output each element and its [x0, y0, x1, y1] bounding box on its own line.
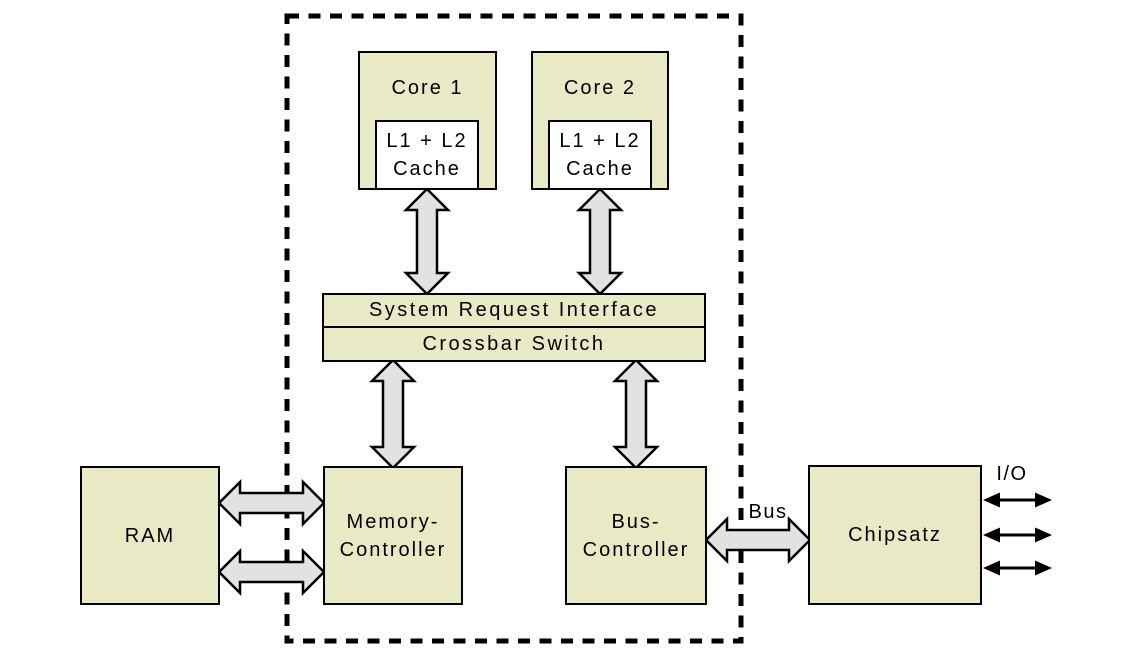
cache2-line1: L1 + L2 — [559, 130, 641, 152]
arrow-bus-controller-chipset — [704, 515, 812, 565]
ram-box: RAM — [80, 466, 220, 605]
bus-controller-line1: Bus- — [611, 510, 661, 533]
core2-label: Core 2 — [563, 76, 637, 99]
io-arrow-1 — [983, 492, 1052, 508]
cache2-box: L1 + L2 Cache — [548, 120, 652, 190]
cache1-line2: Cache — [393, 158, 461, 180]
arrow-ram-memory-controller-lower — [217, 547, 326, 597]
arrow-crossbar-bus-controller — [611, 358, 661, 470]
bus-controller-line2: Controller — [582, 538, 690, 561]
cache1-box: L1 + L2 Cache — [375, 120, 479, 190]
cache1-line1: L1 + L2 — [386, 130, 468, 152]
arrow-cache2-sri — [575, 187, 625, 296]
arrow-cache1-sri — [402, 187, 452, 296]
cache2-line2: Cache — [566, 158, 634, 180]
io-label: I/O — [996, 463, 1028, 485]
bus-label: Bus — [748, 501, 788, 523]
system-request-interface-row: System Request Interface — [324, 295, 704, 328]
io-arrow-3 — [983, 560, 1052, 576]
memory-controller-line1: Memory- — [346, 510, 440, 533]
chipset-label: Chipsatz — [848, 524, 942, 546]
cpu-die-dashed-boundary — [284, 13, 744, 644]
ram-label: RAM — [124, 524, 176, 547]
bus-controller-box: Bus- Controller — [565, 466, 707, 605]
memory-controller-box: Memory- Controller — [323, 466, 463, 605]
crossbar-switch-row: Crossbar Switch — [324, 328, 704, 360]
io-arrow-2 — [983, 527, 1052, 543]
crossbar-switch-label: Crossbar Switch — [422, 332, 606, 355]
arrow-ram-memory-controller-upper — [217, 478, 326, 528]
chipset-box: Chipsatz — [808, 465, 982, 605]
sri-crossbar-stack: System Request Interface Crossbar Switch — [322, 293, 706, 362]
core1-label: Core 1 — [391, 76, 464, 99]
system-request-interface-label: System Request Interface — [368, 299, 660, 321]
memory-controller-line2: Controller — [339, 538, 447, 561]
arrow-crossbar-memory-controller — [368, 358, 418, 470]
